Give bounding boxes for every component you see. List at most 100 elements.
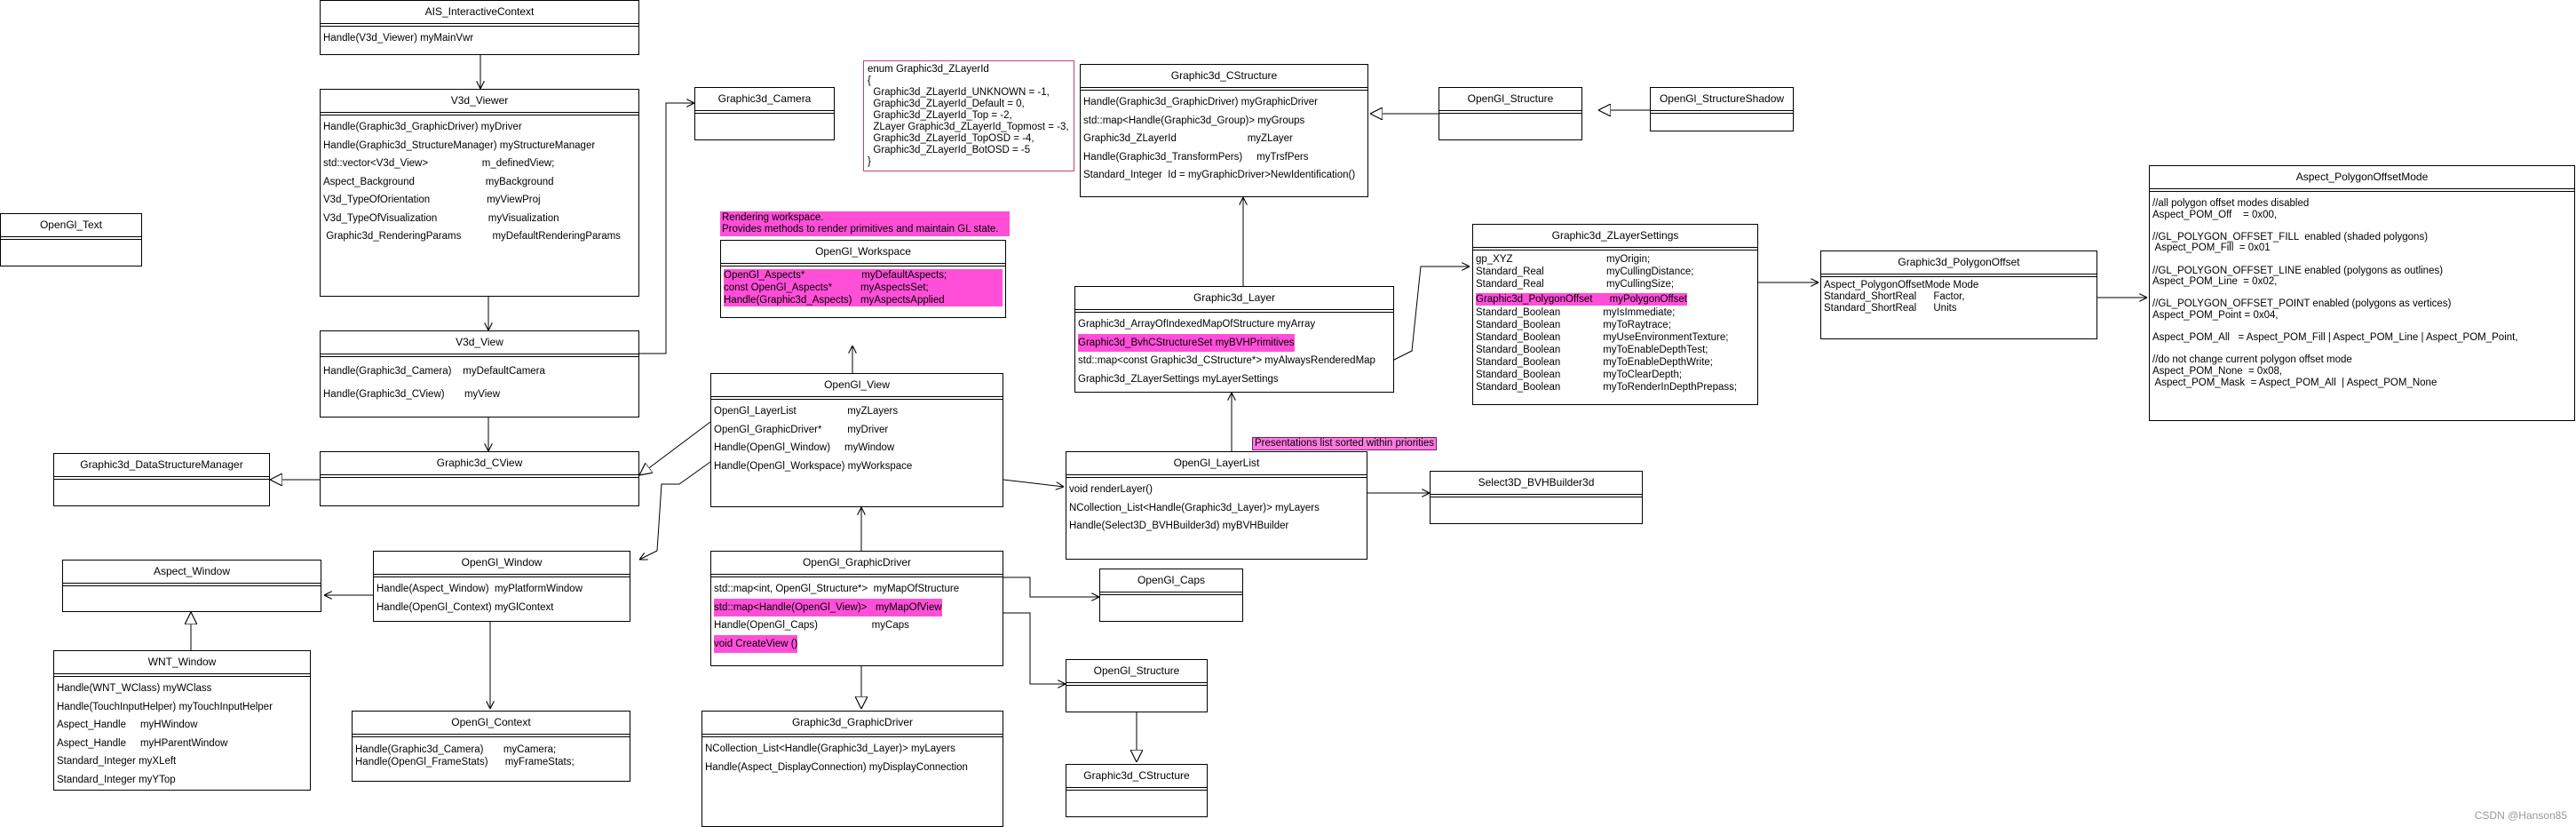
class-field: Handle(Graphic3d_GraphicDriver) myDriver	[323, 122, 522, 132]
class-opengl-window[interactable]: OpenGl_Window Handle(Aspect_Window) myPl…	[373, 551, 630, 622]
class-field: Handle(Aspect_DisplayConnection) myDispl…	[705, 761, 968, 773]
class-field: Standard_Boolean myUseEnvironmentTexture…	[1476, 332, 1729, 343]
edge-glview-layerlist	[1003, 480, 1064, 487]
class-field: Graphic3d_ZLayerSettings myLayerSettings	[1078, 373, 1279, 385]
class-field-highlighted: OpenGl_Aspects* myDefaultAspects;	[724, 269, 1003, 282]
class-select3d-bvhbuilder3d[interactable]: Select3D_BVHBuilder3d	[1430, 471, 1643, 524]
class-field: Standard_Integer Id = myGraphicDriver>Ne…	[1083, 170, 1356, 180]
class-title: OpenGl_View	[711, 374, 1003, 397]
workspace-note: Rendering workspace. Provides methods to…	[720, 211, 1010, 236]
class-field: Standard_Boolean myToEnableDepthWrite;	[1476, 357, 1713, 368]
class-opengl-structure-lower[interactable]: OpenGl_Structure	[1066, 659, 1208, 712]
class-field: Standard_ShortReal Units	[1824, 303, 1957, 314]
class-field: Aspect_PolygonOffsetMode Mode	[1824, 280, 1979, 290]
enum-line	[2152, 344, 2572, 355]
class-field: gp_XYZ myOrigin;	[1476, 254, 1651, 265]
class-field: Handle(OpenGl_Caps) myCaps	[714, 620, 909, 631]
class-title: V3d_Viewer	[321, 90, 638, 113]
class-field-highlighted: void CreateView ()	[714, 634, 798, 653]
enum-line: //all polygon offset modes disabled	[2152, 198, 2310, 209]
class-title: Graphic3d_PolygonOffset	[1821, 251, 2096, 274]
class-title: OpenGl_Window	[374, 552, 630, 575]
class-field: V3d_TypeOfVisualization myVisualization	[323, 212, 559, 224]
class-field: std::map<const Graphic3d_CStructure*> my…	[1078, 355, 1375, 366]
class-field-highlighted: Graphic3d_PolygonOffset myPolygonOffset	[1476, 293, 1688, 306]
class-wnt-window[interactable]: WNT_Window Handle(WNT_WClass) myWClass H…	[53, 650, 311, 791]
class-graphic3d-graphicdriver[interactable]: Graphic3d_GraphicDriver NCollection_List…	[701, 711, 1003, 827]
class-aspect-polygonoffsetmode[interactable]: Aspect_PolygonOffsetMode //all polygon o…	[2149, 165, 2575, 421]
class-title: Aspect_PolygonOffsetMode	[2150, 166, 2574, 189]
class-field: Aspect_Handle myHWindow	[57, 720, 198, 730]
class-graphic3d-polygonoffset[interactable]: Graphic3d_PolygonOffset Aspect_PolygonOf…	[1820, 250, 2097, 339]
class-field: Handle(OpenGl_Context) myGlContext	[376, 601, 554, 613]
class-opengl-graphicdriver[interactable]: OpenGl_GraphicDriver std::map<int, OpenG…	[710, 551, 1003, 666]
class-title: OpenGl_Structure	[1439, 88, 1581, 111]
enum-line: //GL_POLYGON_OFFSET_LINE enabled (polygo…	[2152, 265, 2444, 276]
class-title: OpenGl_Structure	[1066, 660, 1207, 683]
class-ais-interactivecontext[interactable]: AIS_InteractiveContext Handle(V3d_Viewer…	[320, 0, 639, 55]
class-title: Graphic3d_DataStructureManager	[54, 454, 269, 477]
edge-glview-window	[639, 462, 710, 560]
class-title: Graphic3d_CView	[321, 452, 638, 475]
enum-line: Aspect_POM_Mask = Aspect_POM_All | Aspec…	[2152, 377, 2437, 388]
class-field: Handle(WNT_WClass) myWClass	[57, 683, 212, 694]
class-field-highlighted: Handle(Graphic3d_Aspects) myAspectsAppli…	[724, 294, 1003, 306]
class-title: Graphic3d_Layer	[1075, 287, 1393, 310]
layerlist-note: Presentations list sorted within priorit…	[1252, 437, 1437, 450]
class-graphic3d-cstructure[interactable]: Graphic3d_CStructure Handle(Graphic3d_Gr…	[1080, 64, 1368, 197]
class-field: Standard_Boolean myIsImmediate;	[1476, 307, 1676, 318]
class-title: OpenGl_Caps	[1100, 569, 1242, 592]
class-opengl-structure[interactable]: OpenGl_Structure	[1439, 87, 1582, 140]
class-opengl-workspace[interactable]: OpenGl_Workspace OpenGl_Aspects* myDefau…	[720, 240, 1006, 318]
class-opengl-structureshadow[interactable]: OpenGl_StructureShadow	[1650, 87, 1794, 131]
edge-driver-structure	[1003, 613, 1066, 684]
enum-line: Aspect_POM_Line = 0x02,	[2152, 276, 2278, 288]
class-title: Graphic3d_CStructure	[1081, 65, 1367, 88]
class-title: AIS_InteractiveContext	[321, 1, 638, 24]
class-field: Handle(Graphic3d_TransformPers) myTrsfPe…	[1083, 151, 1309, 163]
class-graphic3d-camera[interactable]: Graphic3d_Camera	[694, 87, 835, 140]
class-title: OpenGl_GraphicDriver	[711, 552, 1003, 575]
class-aspect-window[interactable]: Aspect_Window	[62, 560, 321, 612]
class-field: Handle(OpenGl_FrameStats) myFrameStats;	[355, 757, 575, 767]
class-field: Standard_Real myCullingSize;	[1476, 279, 1675, 290]
class-field: void renderLayer()	[1069, 484, 1153, 495]
enum-line	[2152, 220, 2572, 232]
class-v3d-viewer[interactable]: V3d_Viewer Handle(Graphic3d_GraphicDrive…	[320, 89, 639, 297]
edge-layer-zlayer	[1394, 266, 1470, 360]
class-field: NCollection_List<Handle(Graphic3d_Layer)…	[1069, 502, 1320, 513]
class-title: Graphic3d_CStructure	[1066, 765, 1207, 788]
enum-line: //GL_POLYGON_OFFSET_POINT enabled (polyg…	[2152, 298, 2452, 310]
class-title: V3d_View	[321, 331, 638, 354]
class-field: std::map<Handle(Graphic3d_Group)> myGrou…	[1083, 115, 1305, 126]
class-field: OpenGl_LayerList myZLayers	[714, 406, 899, 417]
class-graphic3d-datastructuremanager[interactable]: Graphic3d_DataStructureManager	[53, 453, 270, 506]
enum-line: Aspect_POM_Fill = 0x01	[2152, 243, 2271, 254]
class-opengl-text[interactable]: OpenGl_Text	[0, 213, 142, 266]
enum-line	[2152, 322, 2572, 333]
class-field: std::map<int, OpenGl_Structure*> myMapOf…	[714, 584, 960, 594]
class-opengl-layerlist[interactable]: OpenGl_LayerList void renderLayer() NCol…	[1066, 451, 1367, 560]
class-field: Handle(Select3D_BVHBuilder3d) myBVHBuild…	[1069, 521, 1289, 531]
class-field: Handle(Aspect_Window) myPlatformWindow	[376, 584, 583, 594]
class-graphic3d-cview[interactable]: Graphic3d_CView	[320, 451, 639, 506]
class-graphic3d-zlayersettings[interactable]: Graphic3d_ZLayerSettings gp_XYZ myOrigin…	[1472, 224, 1758, 405]
class-field: Standard_Boolean myToRenderInDepthPrepas…	[1476, 382, 1738, 393]
class-field: Standard_Integer myXLeft	[57, 756, 177, 767]
enum-line: Aspect_POM_Point = 0x04,	[2152, 309, 2279, 321]
class-graphic3d-cstructure-lower[interactable]: Graphic3d_CStructure	[1066, 764, 1208, 817]
class-field: Handle(TouchInputHelper) myTouchInputHel…	[57, 701, 273, 712]
class-graphic3d-layer[interactable]: Graphic3d_Layer Graphic3d_ArrayOfIndexed…	[1074, 286, 1394, 393]
class-v3d-view[interactable]: V3d_View Handle(Graphic3d_Camera) myDefa…	[320, 330, 639, 417]
class-opengl-view[interactable]: OpenGl_View OpenGl_LayerList myZLayers O…	[710, 373, 1003, 507]
class-field: Standard_ShortReal Factor,	[1824, 291, 1965, 302]
class-opengl-context[interactable]: OpenGl_Context Handle(Graphic3d_Camera) …	[352, 711, 630, 782]
class-field: Aspect_Handle myHParentWindow	[57, 737, 228, 749]
class-field: Standard_Integer myYTop	[57, 774, 176, 785]
class-title: WNT_Window	[54, 651, 310, 674]
class-opengl-caps[interactable]: OpenGl_Caps	[1099, 569, 1243, 622]
class-field: Graphic3d_ZLayerId myZLayer	[1083, 133, 1293, 144]
class-title: OpenGl_StructureShadow	[1651, 88, 1793, 111]
enum-line: //do not change current polygon offset m…	[2152, 354, 2352, 366]
